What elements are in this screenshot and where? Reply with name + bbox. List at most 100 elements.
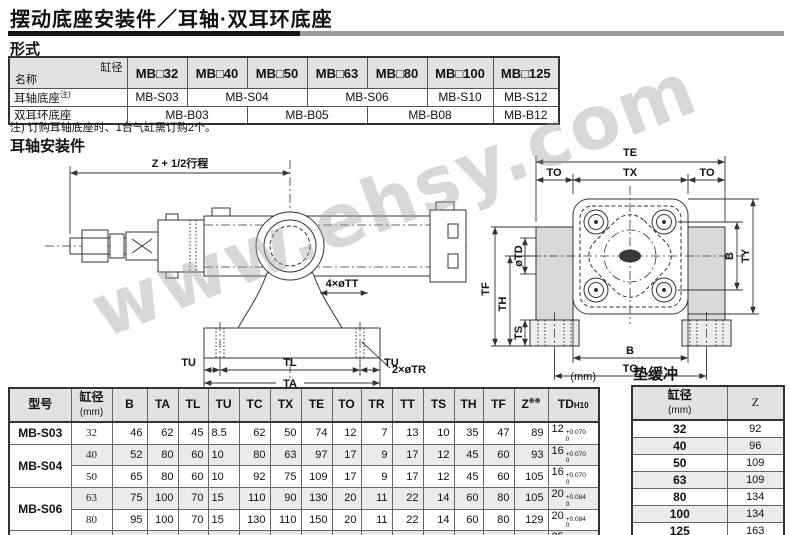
dim-label-tf: TF <box>480 282 492 296</box>
tolerance-upper: +0.070 <box>565 472 586 480</box>
model-cell: MB-S04 <box>8 443 72 488</box>
dim-value-cell: 45 <box>177 421 209 445</box>
dim-value-cell: 11 <box>360 508 393 532</box>
dim-value-cell: 70 <box>177 508 209 532</box>
col-header-tc: TC <box>238 387 271 423</box>
dim-value-cell: 92 <box>238 465 271 488</box>
tolerance-lower: 0 <box>565 479 570 487</box>
dim-value-cell: 9 <box>360 465 393 488</box>
bore-header: MB□32 <box>126 56 188 89</box>
part-number-cell: MB-B12 <box>492 105 560 125</box>
dim-value-cell: 17 <box>331 465 362 488</box>
dim-value-cell: 90 <box>269 486 302 510</box>
dim-value-cell: 90 <box>177 530 209 535</box>
end-view-drawing: TE TO TX TO TF TH øTD TS <box>480 147 759 380</box>
dim-value-cell: 80 <box>482 508 515 532</box>
dim-value-cell: 52 <box>111 443 148 467</box>
dim-value-cell: 20 <box>331 486 362 510</box>
dim-value-cell: 132 <box>269 530 302 535</box>
dim-value-cell: 12 <box>331 421 362 445</box>
cylinder-end-view: TE TO TX TO TF TH øTD TS <box>480 147 759 380</box>
col-header-tu: TU <box>207 387 240 423</box>
dim-value-cell: 62 <box>238 421 271 445</box>
dim-value-cell: 17 <box>422 530 455 535</box>
section-heading-trunnion: 耳轴安装件 <box>10 138 86 155</box>
dim-value-cell: 100 <box>146 508 179 532</box>
unit-label: (mm) <box>570 371 596 383</box>
tolerance-lower: 0 <box>565 522 570 530</box>
tolerance-upper: +0.084 <box>565 493 586 501</box>
cushion-bore-unit: (mm) <box>668 405 692 416</box>
cushion-z-cell: 163 <box>726 522 785 535</box>
model-cell: MB-S10 <box>8 530 72 535</box>
dim-value-cell: 47 <box>482 421 515 445</box>
form-table: 缸径 名称 MB□32 MB□40 MB□50 MB□63 MB□80 MB□1… <box>8 56 560 125</box>
order-note: 注) 订购耳轴底座时、1台气缸需订购2个。 <box>10 122 216 134</box>
cushion-z-cell: 92 <box>726 419 785 438</box>
dim-label-td: øTD <box>513 245 525 266</box>
dim-value-cell: 14 <box>422 508 455 532</box>
tolerance-upper: +0.070 <box>565 450 586 458</box>
col-header-td: TDH10 <box>547 387 600 423</box>
dim-value-cell: 184 <box>300 530 333 535</box>
dim-label-ts: TS <box>513 326 525 340</box>
dim-value-cell: 9 <box>360 443 393 467</box>
z-header-text: Z <box>521 397 529 412</box>
dim-value-cell: 109 <box>300 465 333 488</box>
dim-value-cell: 10 <box>207 443 240 467</box>
cushion-bore-cell: 32 <box>631 419 728 438</box>
bore-header: MB□50 <box>246 56 308 89</box>
dim-value-cell: 17 <box>331 443 362 467</box>
z-header-marks: ※※ <box>528 398 541 406</box>
bore-header: MB□40 <box>186 56 248 89</box>
bore-cell: 100 <box>70 530 113 535</box>
tolerance-lower: 0 <box>565 500 570 508</box>
tolerance-lower: 0 <box>565 435 570 443</box>
dims-table-row: MB-S1010011412090151581321842613.5241775… <box>8 530 600 535</box>
dim-value-cell: 62 <box>146 421 179 445</box>
cushion-bore-cell: 50 <box>631 454 728 472</box>
col-header-th: TH <box>453 387 484 423</box>
note-ref: 注) <box>60 90 71 99</box>
dim-value-cell: 130 <box>238 508 271 532</box>
form-header-row: 缸径 名称 MB□32 MB□40 MB□50 MB□63 MB□80 MB□1… <box>8 56 560 89</box>
bore-cell: 80 <box>70 508 113 532</box>
dim-value-cell: 60 <box>482 465 515 488</box>
bore-header: MB□100 <box>426 56 494 89</box>
z-value-cell: 129 <box>513 530 549 535</box>
cushion-bore-text: 缸径 <box>667 388 692 403</box>
section-heading-form: 形式 <box>10 41 41 58</box>
tolerance-upper: +0.084 <box>565 515 586 523</box>
dim-value-cell: 13.5 <box>360 530 393 535</box>
bore-cell: 40 <box>70 443 113 467</box>
dim-value-cell: 12 <box>422 465 455 488</box>
dim-value-cell: 74 <box>300 421 333 445</box>
dim-value-cell: 120 <box>146 530 179 535</box>
bore-cell: 50 <box>70 465 113 488</box>
td-header-text: TD <box>557 397 574 412</box>
td-nominal: 12 <box>551 423 564 435</box>
part-number-cell: MB-S12 <box>492 88 560 107</box>
model-cell: MB-S03 <box>8 421 72 445</box>
dim-value-cell: 150 <box>300 508 333 532</box>
cushion-bore-cell: 40 <box>631 437 728 455</box>
cushion-z-cell: 134 <box>726 505 785 523</box>
dim-value-cell: 100 <box>482 530 515 535</box>
tolerance-lower: 0 <box>565 457 570 465</box>
dim-value-cell: 20 <box>331 508 362 532</box>
